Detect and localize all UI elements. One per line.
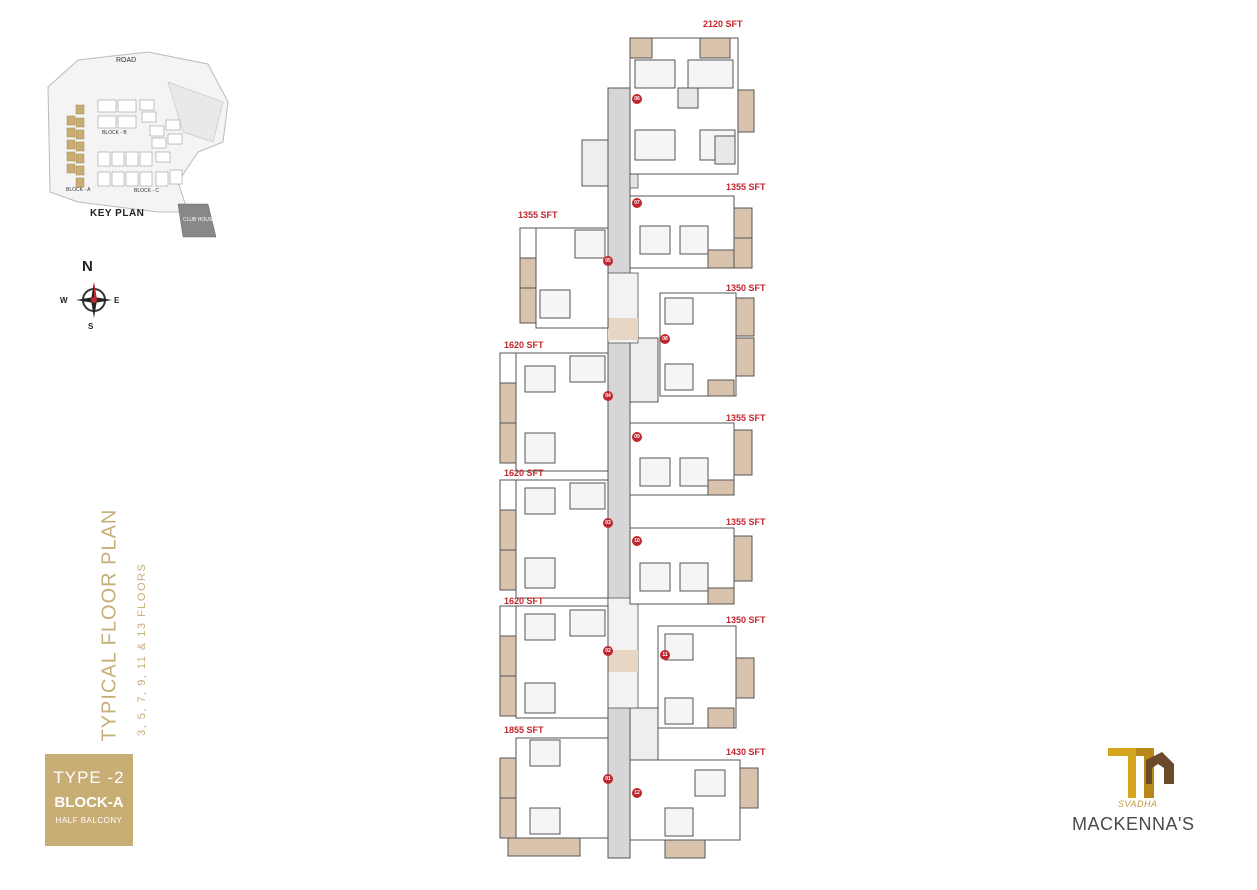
compass-east: E — [114, 296, 120, 305]
area-label-unit-06: 2120 SFT — [703, 19, 743, 29]
area-label-unit-01: 1855 SFT — [504, 725, 544, 735]
unit-marker-03: 03 — [603, 518, 613, 528]
type-badge: TYPE -2 BLOCK-A HALF BALCONY — [45, 754, 133, 846]
unit-marker-12: 12 — [632, 788, 642, 798]
area-label-unit-08: 1350 SFT — [726, 283, 766, 293]
block-a-label: BLOCK - A — [66, 187, 91, 193]
badge-type: TYPE -2 — [53, 768, 125, 787]
floor-plan-drawing — [499, 37, 759, 859]
block-c-label: BLOCK - C — [134, 188, 160, 194]
floors-subheading: 3, 5, 7, 9, 11 & 13 FLOORS — [136, 562, 148, 736]
floor-plan-title: TYPICAL FLOOR PLAN 3, 5, 7, 9, 11 & 13 F… — [62, 508, 149, 750]
area-label-unit-05: 1355 SFT — [518, 210, 558, 220]
compass-rose-icon — [76, 282, 112, 318]
unit-marker-01: 01 — [603, 774, 613, 784]
area-label-unit-03: 1620 SFT — [504, 468, 544, 478]
unit-marker-09: 09 — [632, 432, 642, 442]
road-label: ROAD — [116, 57, 137, 64]
area-label-unit-02: 1620 SFT — [504, 596, 544, 606]
compass-north: N — [82, 258, 93, 275]
area-label-unit-07: 1355 SFT — [726, 182, 766, 192]
area-label-unit-09: 1355 SFT — [726, 413, 766, 423]
logo-brand-small: SVADHA — [1118, 799, 1158, 809]
compass: N W E S — [60, 258, 120, 338]
badge-subtitle: HALF BALCONY — [55, 816, 123, 825]
brand-logo: SVADHA MACKENNA'S — [1060, 738, 1220, 848]
floor-plan: 2120 SFT 1355 SFT 1355 SFT 1350 SFT 1620… — [490, 18, 780, 863]
unit-marker-05: 05 — [603, 256, 613, 266]
area-label-unit-04: 1620 SFT — [504, 340, 544, 350]
key-plan: ROAD BLOCK - B BLOCK - A BLOCK - C CLUB … — [38, 42, 238, 242]
area-label-unit-10: 1355 SFT — [726, 517, 766, 527]
unit-marker-06: 06 — [632, 94, 642, 104]
unit-06 — [629, 37, 755, 175]
key-plan-drawing — [47, 51, 229, 238]
area-label-unit-12: 1430 SFT — [726, 747, 766, 757]
compass-south: S — [88, 322, 94, 331]
logo-mark-icon — [1108, 748, 1174, 798]
logo-brand-name: MACKENNA'S — [1072, 814, 1195, 834]
block-b-label: BLOCK - B — [102, 130, 127, 136]
key-plan-title: KEY PLAN — [90, 208, 145, 219]
unit-marker-10: 10 — [632, 536, 642, 546]
unit-marker-08: 08 — [660, 334, 670, 344]
typical-floor-plan-heading: TYPICAL FLOOR PLAN — [98, 508, 121, 742]
unit-marker-07: 07 — [632, 198, 642, 208]
unit-marker-02: 02 — [603, 646, 613, 656]
area-label-unit-11: 1350 SFT — [726, 615, 766, 625]
compass-west: W — [60, 296, 68, 305]
club-house-label: CLUB HOUSE — [183, 217, 216, 223]
unit-marker-04: 04 — [603, 391, 613, 401]
unit-marker-11: 11 — [660, 650, 670, 660]
badge-block: BLOCK-A — [54, 794, 124, 811]
